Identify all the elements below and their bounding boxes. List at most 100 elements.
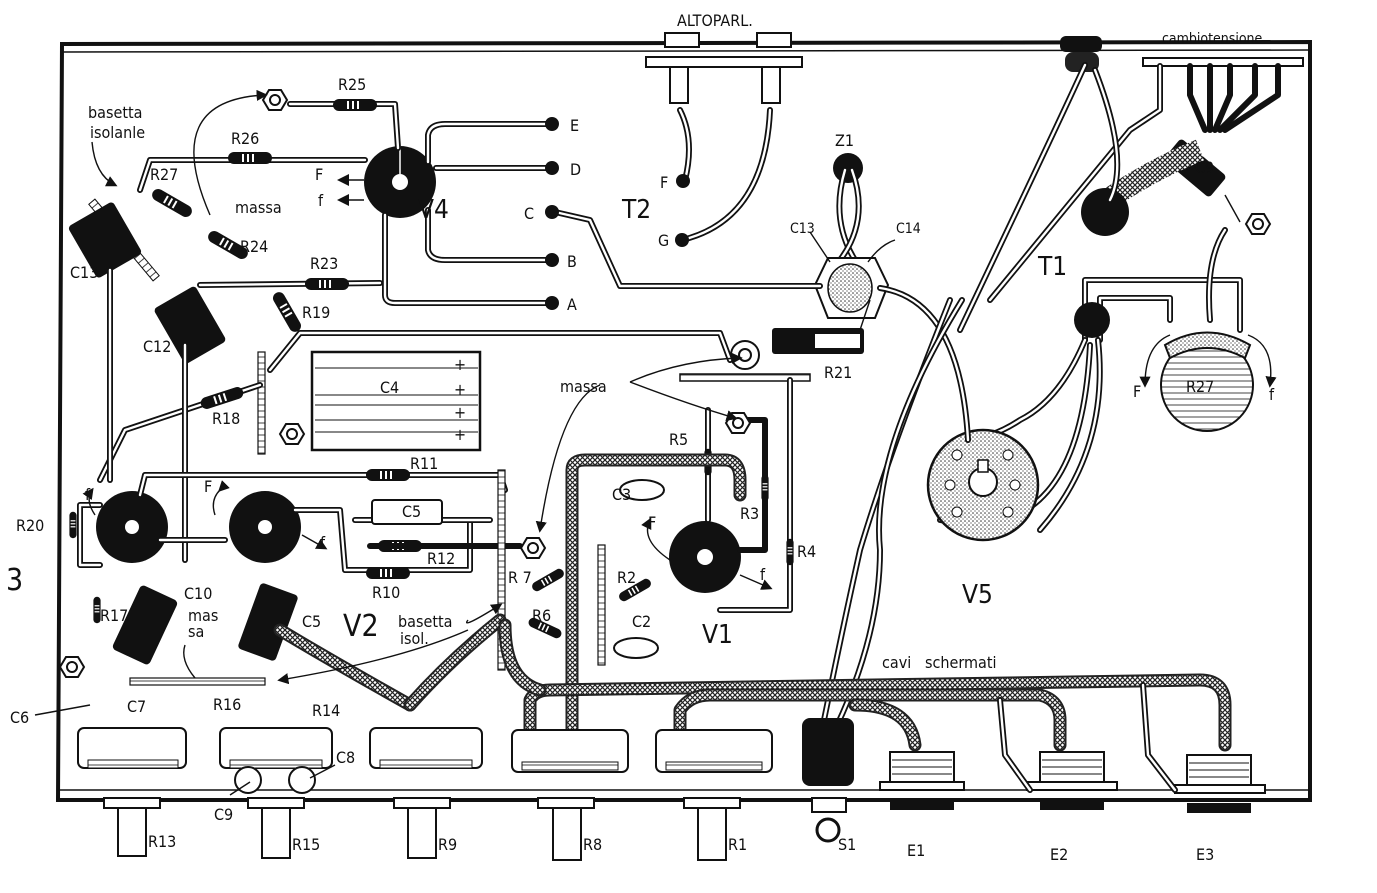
label-r24: R25 [338, 75, 366, 94]
label-r10: R10 [372, 583, 400, 602]
capacitor-c12 [68, 202, 142, 278]
label-v1: V1 [702, 620, 733, 650]
label-basetta-isol-2: isol. [400, 629, 429, 648]
label-heater-f-v1: f [760, 565, 766, 584]
label-terminal-b: B [567, 252, 577, 271]
potentiometer-r8 [511, 729, 629, 861]
label-terminal-a: A [567, 295, 577, 314]
label-t1: T1 [1037, 252, 1067, 282]
label-massa-split-2: sa [188, 622, 204, 641]
label-terminal-e: E [570, 116, 579, 135]
label-terminal-d: D [570, 160, 581, 179]
label-t2-lead-g: G [658, 231, 669, 250]
label-massa-split-1: mas [188, 606, 218, 625]
label-v5: V5 [962, 580, 993, 610]
label-v4: V4 [418, 195, 449, 225]
label-c5-lower: C6 [10, 708, 29, 727]
label-c12: C13 [70, 263, 98, 282]
label-r6: R6 [532, 606, 551, 625]
left-vertical-wires [107, 267, 188, 563]
label-c1: C2 [632, 612, 651, 631]
label-heater-f-v4: f [318, 191, 324, 210]
label-massa-top: massa [235, 198, 282, 217]
label-c3: C4 [380, 378, 399, 397]
label-c8: C9 [214, 805, 233, 824]
insulated-terminal-strips [129, 469, 653, 686]
label-r1: R1 [728, 835, 747, 854]
label-r8: R8 [583, 835, 602, 854]
tube-socket-v5 [926, 428, 1040, 542]
tube-socket-v3 [69, 491, 228, 568]
figure-number-fragment: 3 [6, 563, 23, 598]
label-heater-F-v4: F [315, 165, 323, 184]
label-c5-upper: C5 [302, 612, 321, 631]
label-cambiotensione: cambiotensione [1162, 31, 1263, 47]
potentiometer-r9 [369, 727, 483, 859]
capacitor-c5-upper [238, 583, 298, 661]
label-altoparl: ALTOPARL. [677, 11, 753, 30]
capacitor-c3 [97, 330, 733, 483]
rectifier-z1-block [552, 153, 971, 443]
label-r26: R27 [150, 165, 178, 184]
tube-socket-v1 [613, 377, 794, 659]
label-v2: V2 [343, 609, 379, 644]
label-c3-plus-1: + [454, 355, 466, 374]
label-r13: R13 [148, 832, 176, 851]
label-e2: E2 [1050, 845, 1068, 864]
label-c11: C12 [143, 337, 171, 356]
label-heater-F-v2: F [204, 477, 212, 496]
capacitor-c11 [154, 286, 226, 364]
potentiometer-r27 [1139, 331, 1277, 432]
potentiometer-r1 [655, 729, 773, 861]
label-z1: Z1 [835, 131, 854, 150]
label-heater-F-r27: F [1133, 382, 1141, 401]
potentiometer-r13 [77, 727, 187, 857]
label-c6: C7 [127, 697, 146, 716]
label-c9: C9 [1195, 158, 1214, 177]
label-basetta-isol-1: basetta [398, 612, 452, 631]
label-e1: E1 [907, 841, 925, 860]
label-r21: R21 [824, 363, 852, 382]
input-jack-e2 [997, 697, 1118, 810]
label-heater-F-v1: F [648, 513, 656, 532]
label-cavi-schermati: cavi schermati [882, 653, 996, 672]
capacitor-c10 [112, 585, 178, 665]
label-r5: R5 [669, 430, 688, 449]
label-s1: S1 [838, 835, 856, 854]
label-terminal-c: C [524, 204, 534, 223]
label-c3-plus-2: + [454, 380, 466, 399]
label-r20: R20 [16, 516, 44, 535]
label-c13: C13 [790, 221, 815, 237]
label-t2-lead-f: F [660, 173, 668, 192]
label-r18: R18 [212, 409, 240, 428]
label-r16: R16 [213, 695, 241, 714]
label-r7: R 7 [508, 568, 532, 587]
label-c3-plus-4: + [454, 425, 466, 444]
label-c3-plus-3: + [454, 403, 466, 422]
label-c10: C10 [184, 584, 212, 603]
voltage-selector [987, 36, 1304, 303]
shielded-cable-bus [273, 613, 1232, 752]
label-heater-f-v3: f [85, 485, 91, 504]
annotation-leaders [34, 141, 743, 796]
label-r17: R17 [100, 606, 128, 625]
label-r27: R27 [1186, 377, 1214, 396]
label-r3: R3 [740, 504, 759, 523]
label-r22: R23 [310, 254, 338, 273]
label-r25: R26 [231, 129, 259, 148]
label-r11: R11 [410, 454, 438, 473]
input-jack-e1 [879, 751, 965, 810]
label-basetta-isolante-2: isolanle [90, 123, 145, 142]
label-r9: R9 [438, 835, 457, 854]
shielded-cable-v1-loop [565, 453, 747, 737]
label-r14: R14 [312, 701, 340, 720]
label-c14: C14 [896, 221, 921, 237]
power-switch-s1 [802, 718, 854, 843]
twisted-heater-pair [817, 297, 965, 743]
label-r23: R24 [240, 237, 268, 256]
speaker-terminal-strip [645, 32, 803, 247]
label-basetta-isolante-1: basetta [88, 103, 142, 122]
label-r12: R12 [427, 549, 455, 568]
label-r15: R15 [292, 835, 320, 854]
